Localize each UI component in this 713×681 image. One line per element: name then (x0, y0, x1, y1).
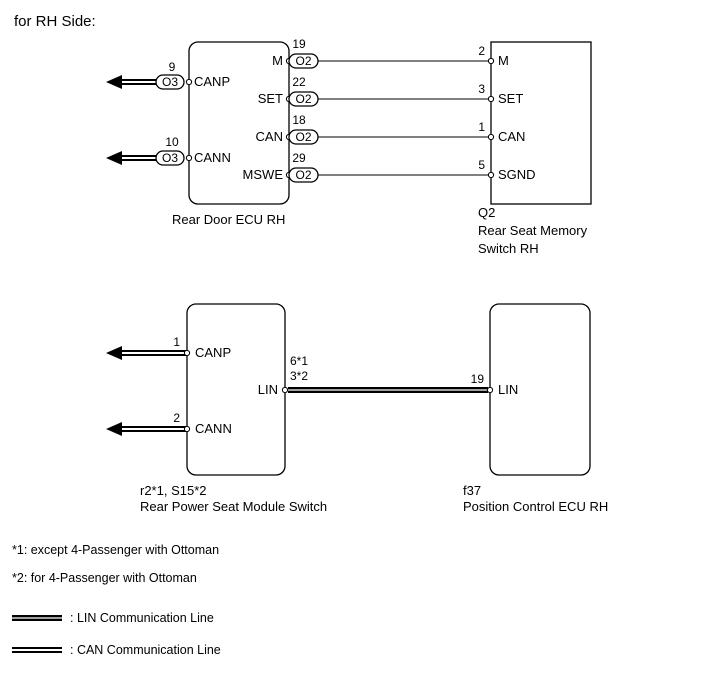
connector-label: O2 (295, 92, 311, 106)
connector-label: O3 (162, 75, 178, 89)
ecu-signal-label: SET (258, 91, 283, 106)
ecu-pin-number: 18 (292, 113, 306, 127)
page-title: for RH Side: (14, 13, 96, 30)
wire-can: CAN O2 18 1 CAN (256, 113, 525, 145)
arrow-left-icon (106, 151, 122, 165)
note-1: *1: except 4-Passenger with Ottoman (12, 543, 219, 557)
connector-label: O2 (295, 130, 311, 144)
rear-door-ecu-box (188, 41, 290, 205)
wire-set: SET O2 22 3 SET (258, 75, 523, 107)
bottom-canp-line: 1 CANP (106, 335, 231, 360)
bottom-cann-line: 2 CANN (106, 411, 232, 436)
legend-lin-label: : LIN Communication Line (70, 611, 214, 625)
module-name-label: Rear Power Seat Module Switch (140, 499, 327, 514)
top-cann-line: O3 10 CANN (106, 135, 231, 166)
connector-label: O2 (295, 54, 311, 68)
ecu-pin-number: 19 (292, 37, 306, 51)
switch-pin-number: 2 (478, 44, 485, 58)
module-lin-label: LIN (258, 382, 278, 397)
rear-door-ecu-label: Rear Door ECU RH (172, 212, 285, 227)
connector-o2 (288, 129, 319, 145)
ecu-code-label: f37 (463, 483, 481, 498)
legend-lin: : LIN Communication Line (12, 611, 214, 625)
ecu-name-label: Position Control ECU RH (463, 499, 608, 514)
connector-o3 (155, 74, 185, 90)
signal-label: CANN (195, 421, 232, 436)
switch-signal-label: SGND (498, 167, 536, 182)
pin-number: 1 (173, 335, 180, 349)
pin-number: 2 (173, 411, 180, 425)
note-2: *2: for 4-Passenger with Ottoman (12, 571, 197, 585)
connector-o2 (288, 167, 319, 183)
signal-label: CANP (195, 345, 231, 360)
signal-label: CANN (194, 150, 231, 165)
switch-pin-number: 1 (478, 120, 485, 134)
legend-can-label: : CAN Communication Line (70, 643, 221, 657)
ecu-signal-label: MSWE (243, 167, 284, 182)
ecu-pin-number: 29 (292, 151, 306, 165)
top-canp-line: O3 9 CANP (106, 60, 230, 90)
switch-pin-number: 5 (478, 158, 485, 172)
ecu-signal-label: M (272, 53, 283, 68)
connector-o2 (288, 91, 319, 107)
pin-number: 10 (165, 135, 179, 149)
switch-signal-label: SET (498, 91, 523, 106)
connector-label: O3 (162, 151, 178, 165)
wire-mswe: MSWE O2 29 5 SGND (243, 151, 536, 183)
connector-o3 (155, 150, 185, 166)
connector-o2 (288, 53, 319, 69)
arrow-left-icon (106, 422, 122, 436)
module-lin-pin-2: 3*2 (290, 369, 308, 383)
ecu-pin-number: 22 (292, 75, 306, 89)
arrow-left-icon (106, 75, 122, 89)
arrow-left-icon (106, 346, 122, 360)
module-code-label: r2*1, S15*2 (140, 483, 207, 498)
module-lin-pin-1: 6*1 (290, 354, 308, 368)
connector-label: O2 (295, 168, 311, 182)
switch-pin-number: 3 (478, 82, 485, 96)
switch-signal-label: M (498, 53, 509, 68)
switch-code-label: Q2 (478, 205, 495, 220)
ecu-signal-label: CAN (256, 129, 283, 144)
pin-number: 9 (169, 60, 176, 74)
switch-name-line2: Switch RH (478, 241, 539, 256)
legend-can: : CAN Communication Line (12, 643, 221, 657)
lin-line: LIN 6*1 3*2 19 LIN (258, 354, 518, 397)
signal-label: CANP (194, 74, 230, 89)
rear-seat-memory-switch-box (490, 41, 592, 205)
wire-m: M O2 19 2 M (272, 37, 509, 69)
switch-name-line1: Rear Seat Memory (478, 223, 588, 238)
switch-signal-label: CAN (498, 129, 525, 144)
ecu-lin-label: LIN (498, 382, 518, 397)
ecu-lin-pin: 19 (471, 372, 485, 386)
